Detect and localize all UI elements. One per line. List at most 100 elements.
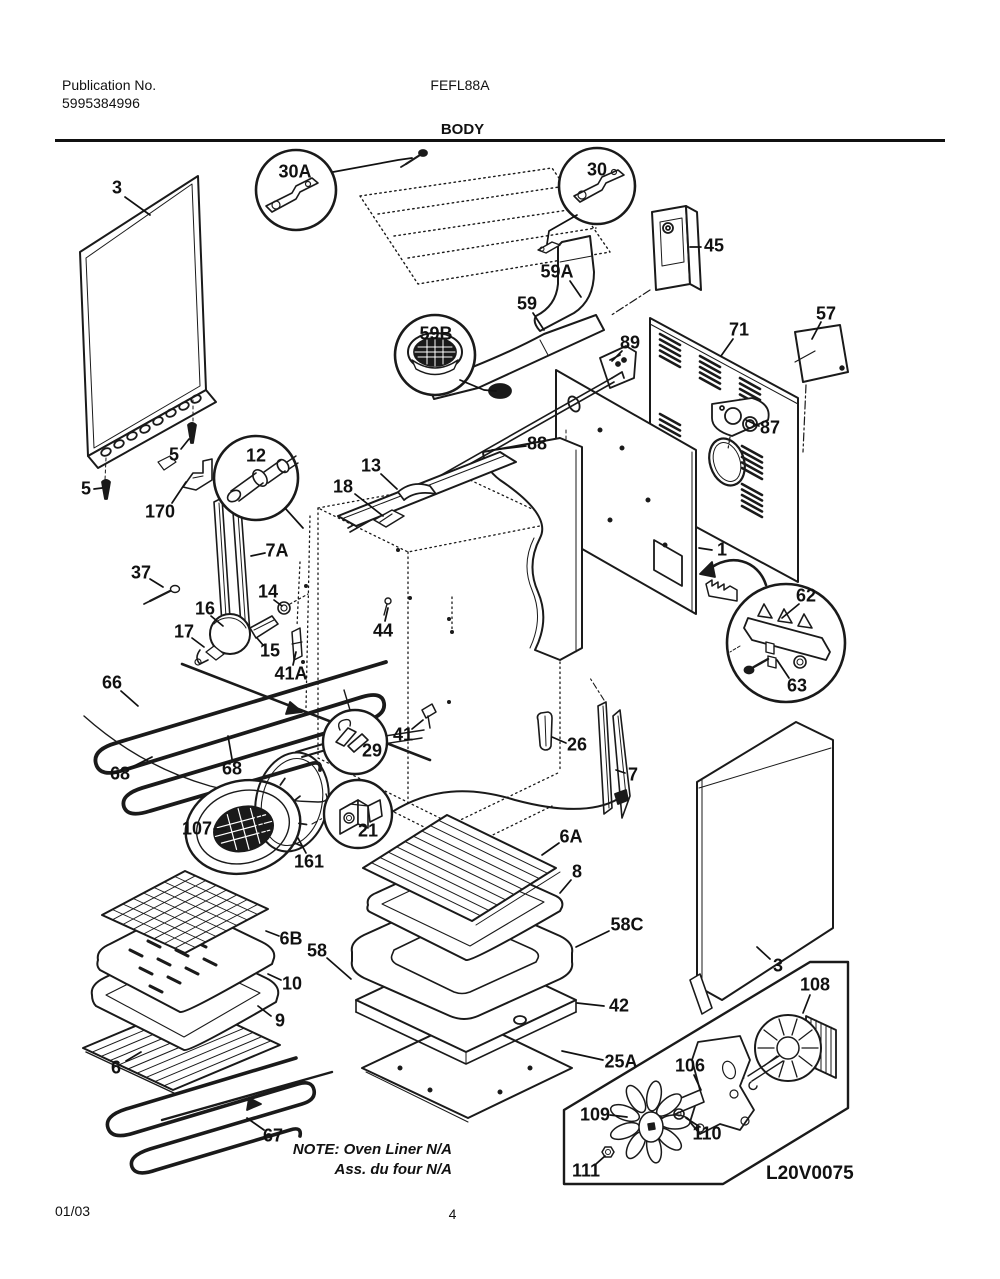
- callout-5: 5: [80, 478, 92, 499]
- callout-9: 9: [274, 1010, 286, 1031]
- left-side-panel: [79, 175, 217, 481]
- access-cover-plate: [794, 324, 849, 453]
- callout-59A: 59A: [540, 261, 574, 282]
- phantom-maintop: [359, 167, 611, 285]
- callout-1: 1: [716, 539, 728, 560]
- callout-42: 42: [608, 995, 630, 1016]
- callout-87: 87: [759, 417, 781, 438]
- oven-rack-6a: [362, 814, 561, 926]
- broil-element: [83, 660, 432, 816]
- callout-58: 58: [306, 940, 328, 961]
- footer-date: 01/03: [55, 1203, 91, 1219]
- callout-15: 15: [259, 640, 281, 661]
- bake-element: [105, 1056, 334, 1175]
- latch-18: [373, 509, 405, 528]
- callout-68: 68: [109, 763, 131, 784]
- callout-6B: 6B: [279, 928, 303, 949]
- callout-8: 8: [571, 861, 583, 882]
- callout-21: 21: [357, 820, 379, 841]
- callout-30: 30: [586, 159, 608, 180]
- screw-37: [143, 584, 181, 605]
- callout-37: 37: [130, 562, 152, 583]
- vent-trim-plate: [711, 397, 770, 450]
- maintop-screw: [400, 149, 428, 168]
- callout-161: 161: [293, 851, 325, 872]
- callout-66: 66: [101, 672, 123, 693]
- callout-6: 6: [110, 1057, 122, 1078]
- screw-5-right: [187, 422, 197, 444]
- detail-circle-62-63: [725, 582, 847, 704]
- fan-nut-111: [601, 1146, 615, 1158]
- callout-26: 26: [566, 734, 588, 755]
- callout-107: 107: [181, 818, 213, 839]
- publication-number: 5995384996: [62, 95, 140, 111]
- section-title: BODY: [440, 121, 485, 138]
- detail-circle-29: [321, 689, 389, 776]
- clip-26: [536, 711, 553, 751]
- callout-63: 63: [786, 675, 808, 696]
- callout-14: 14: [257, 581, 279, 602]
- clip-41a: [291, 627, 303, 661]
- callout-12: 12: [245, 445, 267, 466]
- top-bracket-13: [337, 451, 517, 527]
- screw-44: [383, 597, 392, 616]
- convection-motor-108: [687, 1014, 837, 1107]
- callout-110: 110: [692, 1123, 722, 1144]
- callout-88: 88: [526, 433, 548, 454]
- model-number: FEFL88A: [430, 77, 490, 93]
- detail-circle-30a: [254, 148, 338, 232]
- callout-109: 109: [579, 1104, 611, 1125]
- note-line-2: Ass. du four N/A: [334, 1160, 452, 1178]
- right-side-panel: [689, 721, 834, 1015]
- callout-108: 108: [799, 974, 831, 995]
- receptacle-box-45: [609, 205, 702, 317]
- callout-5: 5: [168, 444, 180, 465]
- callout-25A: 25A: [604, 1051, 638, 1072]
- header-rule: [55, 139, 945, 142]
- callout-44: 44: [372, 620, 394, 641]
- fan-washer-110: [673, 1108, 685, 1120]
- callout-3: 3: [772, 955, 784, 976]
- callout-67: 67: [262, 1125, 284, 1146]
- callout-59: 59: [516, 293, 538, 314]
- cavity-screw-dots: [301, 548, 454, 704]
- callout-3: 3: [111, 177, 123, 198]
- bracket-41: [421, 703, 437, 729]
- fan-blade-109: [609, 1080, 691, 1164]
- callout-111: 111: [571, 1160, 601, 1181]
- detail-circle-59b: [393, 313, 477, 397]
- callout-17: 17: [173, 621, 195, 642]
- vent-duct-upper: [533, 235, 595, 332]
- side-insulation-58: [482, 437, 583, 661]
- fan-assembly-inset: [562, 960, 850, 1186]
- oven-rack-6b: [101, 870, 269, 954]
- note-line-1: NOTE: Oven Liner N/A: [292, 1141, 452, 1158]
- publication-label: Publication No.: [62, 77, 157, 93]
- callout-18: 18: [332, 476, 354, 497]
- detail-circle-12: [212, 434, 300, 522]
- callout-30A: 30A: [278, 161, 312, 182]
- screw-5-left: [101, 479, 111, 500]
- callout-58C: 58C: [610, 914, 644, 935]
- rear-bracket-89: [599, 345, 637, 389]
- callout-170: 170: [144, 501, 176, 522]
- wire-end-clip: [614, 789, 629, 805]
- bracket-170: [182, 458, 213, 491]
- callout-45: 45: [703, 235, 725, 256]
- callout-7A: 7A: [265, 540, 289, 561]
- detail-circle-21: [322, 778, 394, 850]
- callout-16: 16: [194, 598, 216, 619]
- callout-68: 68: [221, 758, 243, 779]
- callout-29: 29: [361, 740, 383, 761]
- callout-10: 10: [281, 973, 303, 994]
- callout-57: 57: [815, 303, 837, 324]
- callout-89: 89: [619, 332, 641, 353]
- oven-liner-note: NOTE: Oven Liner N/A Ass. du four N/A: [270, 1140, 452, 1179]
- diagram-id: L20V0075: [766, 1163, 854, 1184]
- callout-7: 7: [627, 764, 639, 785]
- callout-13: 13: [360, 455, 382, 476]
- callout-71: 71: [728, 319, 750, 340]
- callout-6A: 6A: [559, 826, 583, 847]
